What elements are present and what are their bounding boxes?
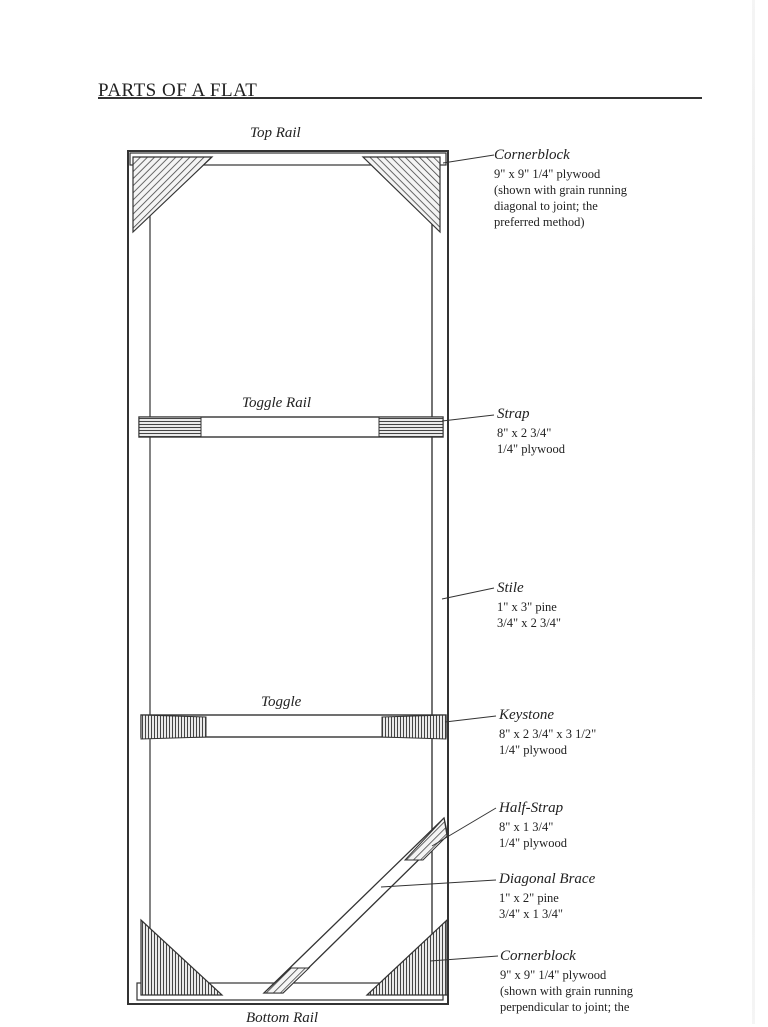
- callout-cornerblock-bottom: Cornerblock 9" x 9" 1/4" plywood (shown …: [500, 948, 633, 1015]
- label-bottom-rail: Bottom Rail: [246, 1010, 319, 1026]
- callout-spec: (shown with grain running: [500, 984, 633, 998]
- keystone-left: [140, 714, 207, 740]
- callout-spec: 9" x 9" 1/4" plywood: [494, 167, 601, 181]
- half-strap-bottom: [262, 967, 311, 994]
- callout-spec: 1/4" plywood: [499, 836, 567, 850]
- top-rail: [129, 152, 447, 166]
- callout-spec: 8" x 2 3/4" x 3 1/2": [499, 727, 597, 741]
- callout-spec: (shown with grain running: [494, 183, 627, 197]
- strap-right: [378, 416, 444, 438]
- cornerblock-top-right: [361, 156, 441, 234]
- label-top-rail: Top Rail: [250, 125, 301, 141]
- callout-name: Strap: [497, 406, 530, 422]
- callout-spec: 9" x 9" 1/4" plywood: [500, 968, 607, 982]
- callout-name: Cornerblock: [494, 147, 570, 163]
- callout-name: Keystone: [499, 707, 554, 723]
- leader-keystone: [444, 715, 497, 723]
- callout-name: Half-Strap: [499, 800, 564, 816]
- callout-spec: 8" x 1 3/4": [499, 820, 554, 834]
- strap-left: [138, 416, 202, 438]
- leader-strap: [441, 414, 495, 422]
- leader-cornerblock-top: [442, 154, 495, 164]
- label-toggle: Toggle: [261, 694, 302, 710]
- cornerblock-top-left: [132, 156, 214, 234]
- callout-half-strap: Half-Strap 8" x 1 3/4" 1/4" plywood: [499, 800, 567, 851]
- callout-spec: 1/4" plywood: [499, 743, 567, 757]
- callout-spec: 8" x 2 3/4": [497, 426, 552, 440]
- callout-spec: 1/4" plywood: [497, 442, 565, 456]
- cornerblock-bottom-left: [140, 918, 224, 996]
- callout-name: Diagonal Brace: [499, 871, 596, 887]
- callout-name: Cornerblock: [500, 948, 576, 964]
- frame-outline: [127, 150, 449, 1005]
- callout-spec: 3/4" x 2 3/4": [497, 616, 562, 630]
- title-underline: [98, 97, 702, 99]
- callout-spec: diagonal to joint; the: [494, 199, 598, 213]
- callout-diagonal-brace: Diagonal Brace 1" x 2" pine 3/4" x 1 3/4…: [499, 871, 595, 922]
- callout-spec: preferred method): [494, 215, 585, 229]
- leader-cornerblock-bottom: [429, 955, 499, 962]
- leader-diagonal-brace: [380, 879, 497, 888]
- leader-half-strap: [431, 807, 497, 847]
- keystone-right: [381, 714, 447, 740]
- label-toggle-rail: Toggle Rail: [242, 395, 312, 411]
- callout-name: Stile: [497, 580, 524, 596]
- callout-spec: 3/4" x 1 3/4": [499, 907, 564, 921]
- callout-spec: 1" x 3" pine: [497, 600, 557, 614]
- half-strap-top: [403, 816, 448, 861]
- page-title: PARTS OF A FLAT: [98, 80, 258, 101]
- callout-spec: perpendicular to joint; the: [500, 1000, 630, 1014]
- callout-strap: Strap 8" x 2 3/4" 1/4" plywood: [497, 406, 565, 457]
- callout-keystone: Keystone 8" x 2 3/4" x 3 1/2" 1/4" plywo…: [499, 707, 596, 758]
- callout-spec: 1" x 2" pine: [499, 891, 559, 905]
- leader-stile: [441, 587, 495, 600]
- page-edge-shadow: [752, 0, 755, 1024]
- callout-stile: Stile 1" x 3" pine 3/4" x 2 3/4": [497, 580, 561, 631]
- cornerblock-bottom-right: [365, 918, 448, 996]
- callout-cornerblock-top: Cornerblock 9" x 9" 1/4" plywood (shown …: [494, 147, 627, 230]
